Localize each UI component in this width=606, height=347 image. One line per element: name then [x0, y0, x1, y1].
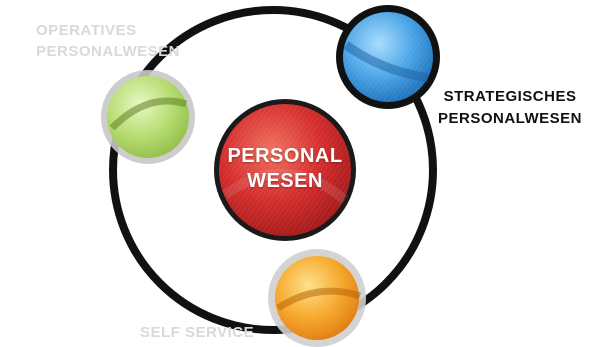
operative-label-line1: OPERATIVES: [36, 22, 137, 39]
orbit-ring: [109, 6, 437, 334]
center-label-line1: PERSONAL: [227, 145, 343, 167]
strategic-label-line1: STRATEGISCHES: [443, 88, 577, 105]
strategic-label: STRATEGISCHES PERSONALWESEN: [438, 86, 582, 130]
operative-sphere[interactable]: [101, 70, 195, 164]
self-service-label: SELF SERVICE: [140, 323, 254, 343]
strategic-label-line2: PERSONALWESEN: [438, 110, 583, 127]
operative-label-line2: PERSONALWESEN: [36, 43, 181, 60]
center-label: PERSONAL WESEN: [214, 144, 356, 194]
self-service-sphere[interactable]: [268, 249, 366, 347]
strategic-sphere[interactable]: [336, 5, 440, 109]
center-label-line2: WESEN: [247, 170, 323, 192]
center-sphere[interactable]: [214, 99, 356, 241]
self-service-label-line1: SELF SERVICE: [140, 324, 255, 341]
operative-label: OPERATIVES PERSONALWESEN: [36, 20, 180, 62]
